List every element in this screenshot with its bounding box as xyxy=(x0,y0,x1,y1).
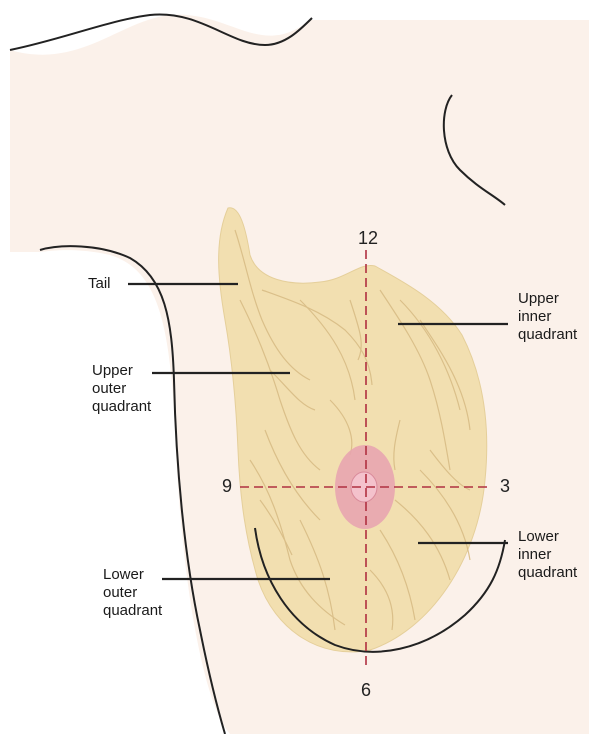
label-upper-outer-quadrant: Upper outer quadrant xyxy=(92,362,151,416)
label-upper-inner-quadrant: Upper inner quadrant xyxy=(518,290,577,344)
label-tail: Tail xyxy=(88,275,111,293)
clock-label-9: 9 xyxy=(222,476,232,497)
label-lower-inner-quadrant: Lower inner quadrant xyxy=(518,528,577,582)
clock-label-3: 3 xyxy=(500,476,510,497)
clock-label-6: 6 xyxy=(361,680,371,701)
clock-label-12: 12 xyxy=(358,228,378,249)
label-lower-outer-quadrant: Lower outer quadrant xyxy=(103,566,162,620)
